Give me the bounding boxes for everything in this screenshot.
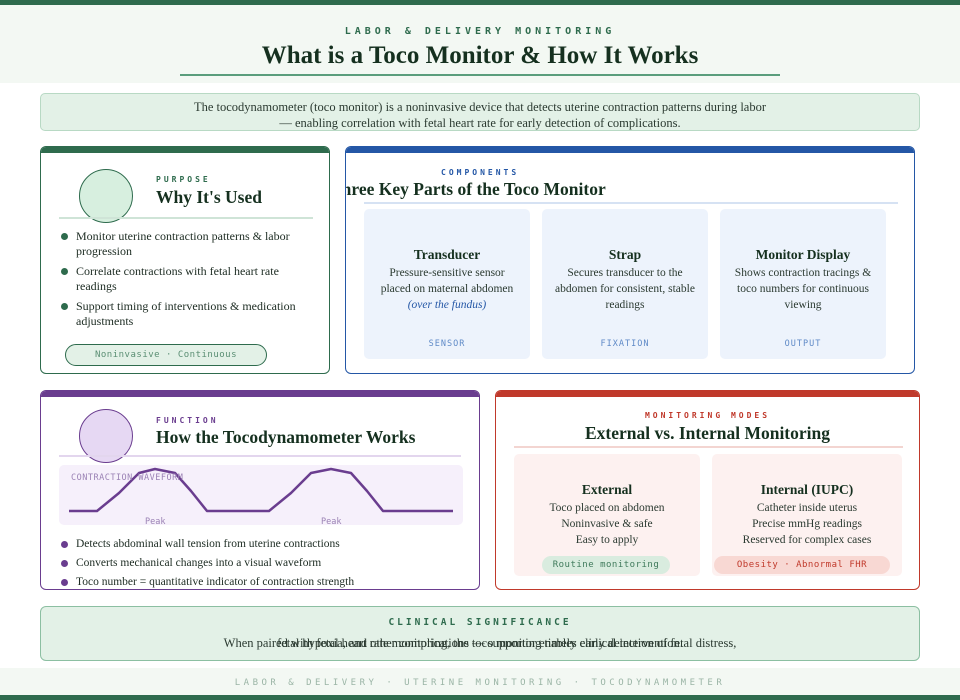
list-item: Correlate contractions with fetal heart … (59, 264, 319, 294)
list-item: Toco number = quantitative indicator of … (59, 575, 469, 589)
significance-text-line-a: When paired with fetal heart rate monito… (223, 636, 737, 650)
modes-divider (514, 446, 903, 448)
list-item: Converts mechanical changes into a visua… (59, 556, 469, 570)
bullet-dot-icon (61, 560, 68, 567)
component-strap: Strap Secures transducer to the abdomen … (542, 209, 708, 359)
function-tag: FUNCTION (156, 416, 219, 425)
peak-label: Peak (145, 517, 166, 527)
components-tag: COMPONENTS (441, 168, 520, 177)
components-card: COMPONENTS Three Key Parts of the Toco M… (345, 146, 915, 374)
purpose-divider (59, 217, 313, 219)
bullet-dot-icon (61, 268, 68, 275)
waveform-panel: CONTRACTION WAVEFORM Peak Peak (59, 465, 463, 527)
peak-label: Peak (321, 517, 342, 527)
component-description: Secures transducer to the abdomen for co… (555, 267, 695, 311)
header-eyebrow: LABOR & DELIVERY MONITORING (344, 26, 616, 37)
modes-card: MONITORING MODES External vs. Internal M… (495, 390, 920, 590)
component-name: Monitor Display (755, 247, 851, 262)
top-accent-bar (0, 0, 960, 5)
bottom-accent-bar (0, 695, 960, 700)
mode-internal: Internal (IUPC) Catheter inside uterus P… (712, 454, 902, 576)
modes-card-bar (496, 391, 919, 397)
component-monitor-display: Monitor Display Shows contraction tracin… (720, 209, 886, 359)
components-divider (364, 202, 898, 204)
component-description: Pressure-sensitive sensor placed on mate… (380, 267, 514, 311)
function-divider (59, 455, 461, 457)
mode-name: Internal (IUPC) (760, 482, 854, 497)
purpose-tag: PURPOSE (156, 175, 211, 184)
component-description: Shows contraction tracings & toco number… (734, 267, 872, 311)
contraction-waveform-line (69, 467, 453, 513)
significance-tag: CLINICAL SIGNIFICANCE (388, 617, 572, 628)
page-title: What is a Toco Monitor & How It Works (261, 42, 699, 69)
function-card: FUNCTION How the Tocodynamometer Works C… (40, 390, 480, 590)
purpose-bullet-list: Monitor uterine contraction patterns & l… (59, 229, 319, 334)
mode-description: Catheter inside uterus Precise mmHg read… (742, 502, 872, 546)
function-card-bar (41, 391, 479, 397)
mode-description: Toco placed on abdomen Noninvasive & saf… (549, 502, 665, 546)
purpose-circle-icon (79, 169, 133, 223)
waveform-label: CONTRACTION WAVEFORM (71, 473, 184, 483)
purpose-card: PURPOSE Why It's Used Monitor uterine co… (40, 146, 330, 374)
component-tag: SENSOR (428, 339, 466, 349)
component-name: Strap (608, 247, 642, 262)
components-card-bar (346, 147, 914, 153)
mode-name: External (581, 482, 633, 497)
components-title: Three Key Parts of the Toco Monitor (345, 179, 606, 199)
purpose-title: Why It's Used (156, 187, 262, 207)
modes-title: External vs. Internal Monitoring (585, 423, 830, 443)
function-circle-icon (79, 409, 133, 463)
list-item: Detects abdominal wall tension from uter… (59, 537, 469, 551)
modes-tag: MONITORING MODES (644, 411, 771, 420)
mode-external: External Toco placed on abdomen Noninvas… (514, 454, 700, 576)
component-tag: OUTPUT (784, 339, 822, 349)
list-item: Monitor uterine contraction patterns & l… (59, 229, 319, 259)
bullet-dot-icon (61, 541, 68, 548)
footer-text: LABOR & DELIVERY · UTERINE MONITORING · … (234, 678, 726, 688)
significance-text-line-b: fetal hypoxia, and other complications —… (277, 636, 683, 650)
component-tag: FIXATION (600, 339, 650, 349)
clinical-significance-box: CLINICAL SIGNIFICANCE When paired with f… (40, 606, 920, 661)
list-item: Support timing of interventions & medica… (59, 299, 319, 329)
bullet-dot-icon (61, 233, 68, 240)
contraction-waveform-chart (69, 467, 453, 513)
intro-box: The tocodynamometer (toco monitor) is a … (40, 93, 920, 131)
intro-text: The tocodynamometer (toco monitor) is a … (193, 100, 767, 130)
bullet-dot-icon (61, 303, 68, 310)
component-name: Transducer (413, 247, 481, 262)
mode-badge: Obesity · Abnormal FHR (714, 556, 890, 574)
purpose-badge: Noninvasive · Continuous (65, 344, 267, 366)
bullet-dot-icon (61, 579, 68, 586)
component-note: (over the fundus) (407, 299, 487, 311)
mode-badge: Routine monitoring (542, 556, 670, 574)
function-bullet-list: Detects abdominal wall tension from uter… (59, 537, 469, 589)
function-title: How the Tocodynamometer Works (156, 427, 416, 447)
title-underline (180, 74, 780, 76)
component-transducer: Transducer Pressure-sensitive sensor pla… (364, 209, 530, 359)
purpose-card-bar (41, 147, 329, 153)
